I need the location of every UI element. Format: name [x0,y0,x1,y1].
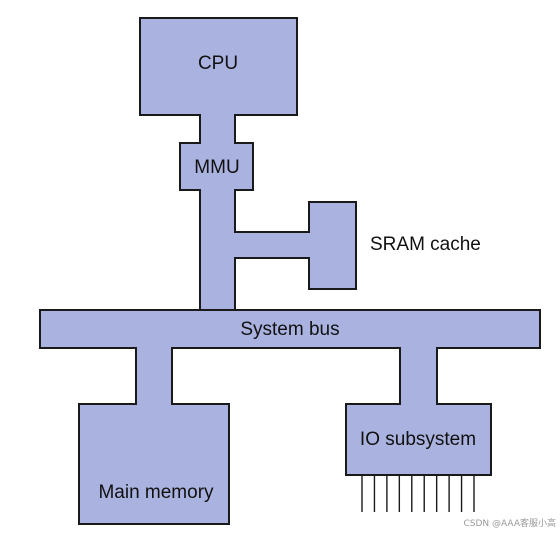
io-subsystem-label: IO subsystem [360,429,476,450]
io-pins [361,475,475,512]
cpu-mmu-cache-block [139,17,357,311]
system-bus-block [39,309,541,525]
system-bus-label: System bus [240,319,339,340]
sram-cache-label: SRAM cache [370,234,481,255]
mmu-label: MMU [194,157,239,178]
main-memory-label: Main memory [98,482,214,503]
cpu-label: CPU [198,53,238,74]
watermark-text: CSDN @AAA客服小高 [464,517,557,529]
